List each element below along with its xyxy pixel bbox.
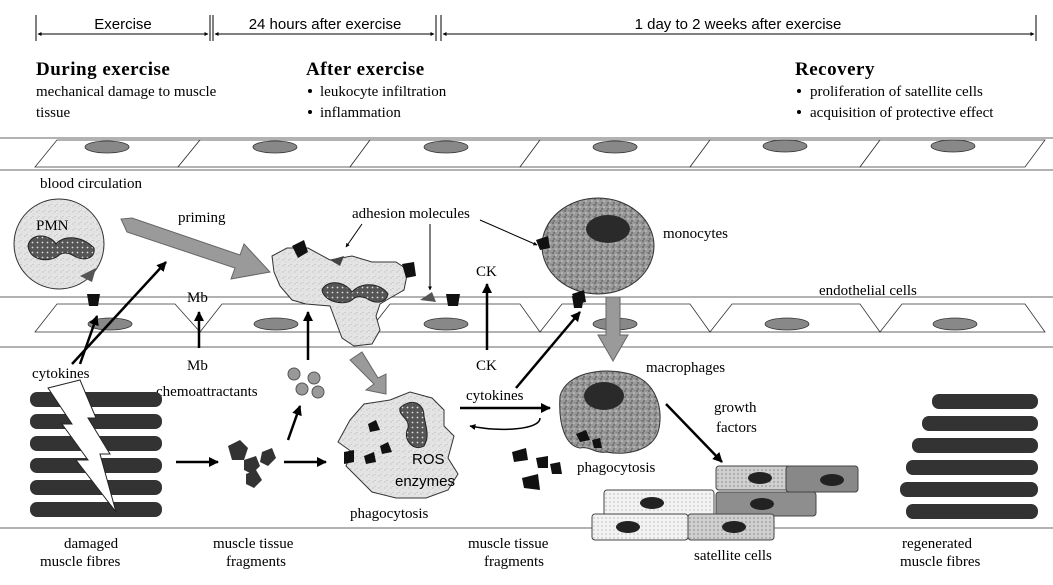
cytokines-mid-label: cytokines [466, 388, 524, 404]
damaged-label: damaged [64, 536, 119, 552]
phagocytosis-right-label: phagocytosis [577, 460, 655, 476]
fragments-mid [512, 448, 562, 490]
macrophages-label: macrophages [646, 360, 725, 376]
during-line2: tissue [36, 105, 71, 121]
priming-label: priming [178, 210, 226, 226]
infiltration-arrow [349, 351, 387, 395]
blood-circulation-label: blood circulation [40, 176, 143, 192]
adhesion-molecules-label: adhesion molecules [352, 206, 470, 222]
fragments-left [228, 440, 276, 488]
recovery-bullet2: acquisition of protective effect [810, 105, 994, 121]
top-endothelium [0, 137, 1053, 171]
pmn-cell: PMN [13, 198, 105, 290]
after-bullet1: leukocyte infiltration [320, 84, 447, 100]
timeline-days: 1 day to 2 weeks after exercise [635, 16, 842, 33]
recovery-bullet1: proliferation of satellite cells [810, 84, 983, 100]
satellite-cells-label: satellite cells [694, 548, 772, 564]
satellite-cells [591, 465, 859, 541]
regenerated-fibres-label: muscle fibres [900, 554, 981, 570]
cytokines-left-label: cytokines [32, 366, 90, 382]
mb-top-label: Mb [187, 290, 208, 306]
mtf-mid-label2: fragments [484, 554, 544, 570]
monocyte-cell [536, 197, 655, 304]
macrophage-cell [559, 370, 661, 454]
growth-label: growth [714, 400, 757, 416]
damaged-fibres-label: muscle fibres [40, 554, 121, 570]
enzymes-label: enzymes [395, 473, 455, 490]
adhering-pmn [271, 240, 416, 347]
mtf-mid-label1: muscle tissue [468, 536, 549, 552]
mtf-left-label1: muscle tissue [213, 536, 294, 552]
timeline-exercise: Exercise [94, 16, 152, 33]
timeline: Exercise 24 hours after exercise 1 day t… [35, 15, 1037, 41]
damaged-fibres [30, 379, 162, 517]
pmn-label: PMN [36, 218, 69, 234]
phase-headings: During exercise mechanical damage to mus… [36, 59, 994, 121]
phagocytic-pmn [337, 391, 459, 499]
phagocytosis-mid-label: phagocytosis [350, 506, 428, 522]
chemoattractants-label: chemoattractants [156, 384, 258, 400]
monocytes-label: monocytes [663, 226, 728, 242]
priming-arrow [120, 217, 271, 280]
regenerated-label: regenerated [902, 536, 972, 552]
migration-arrow [597, 296, 629, 363]
ck-top-label: CK [476, 264, 497, 280]
recovery-title: Recovery [795, 59, 875, 80]
mtf-left-label2: fragments [226, 554, 286, 570]
after-title: After exercise [306, 59, 425, 80]
endothelial-cells-label: endothelial cells [819, 283, 917, 299]
ros-label: ROS [412, 451, 445, 468]
bottom-endothelium [0, 296, 1053, 348]
regenerated-fibres [900, 394, 1038, 519]
mb-bottom-label: Mb [187, 358, 208, 374]
ck-bottom-label: CK [476, 358, 497, 374]
factors-label: factors [716, 420, 757, 436]
during-title: During exercise [36, 59, 170, 80]
after-bullet2: inflammation [320, 105, 401, 121]
during-line1: mechanical damage to muscle [36, 84, 217, 100]
timeline-24h: 24 hours after exercise [249, 16, 402, 33]
